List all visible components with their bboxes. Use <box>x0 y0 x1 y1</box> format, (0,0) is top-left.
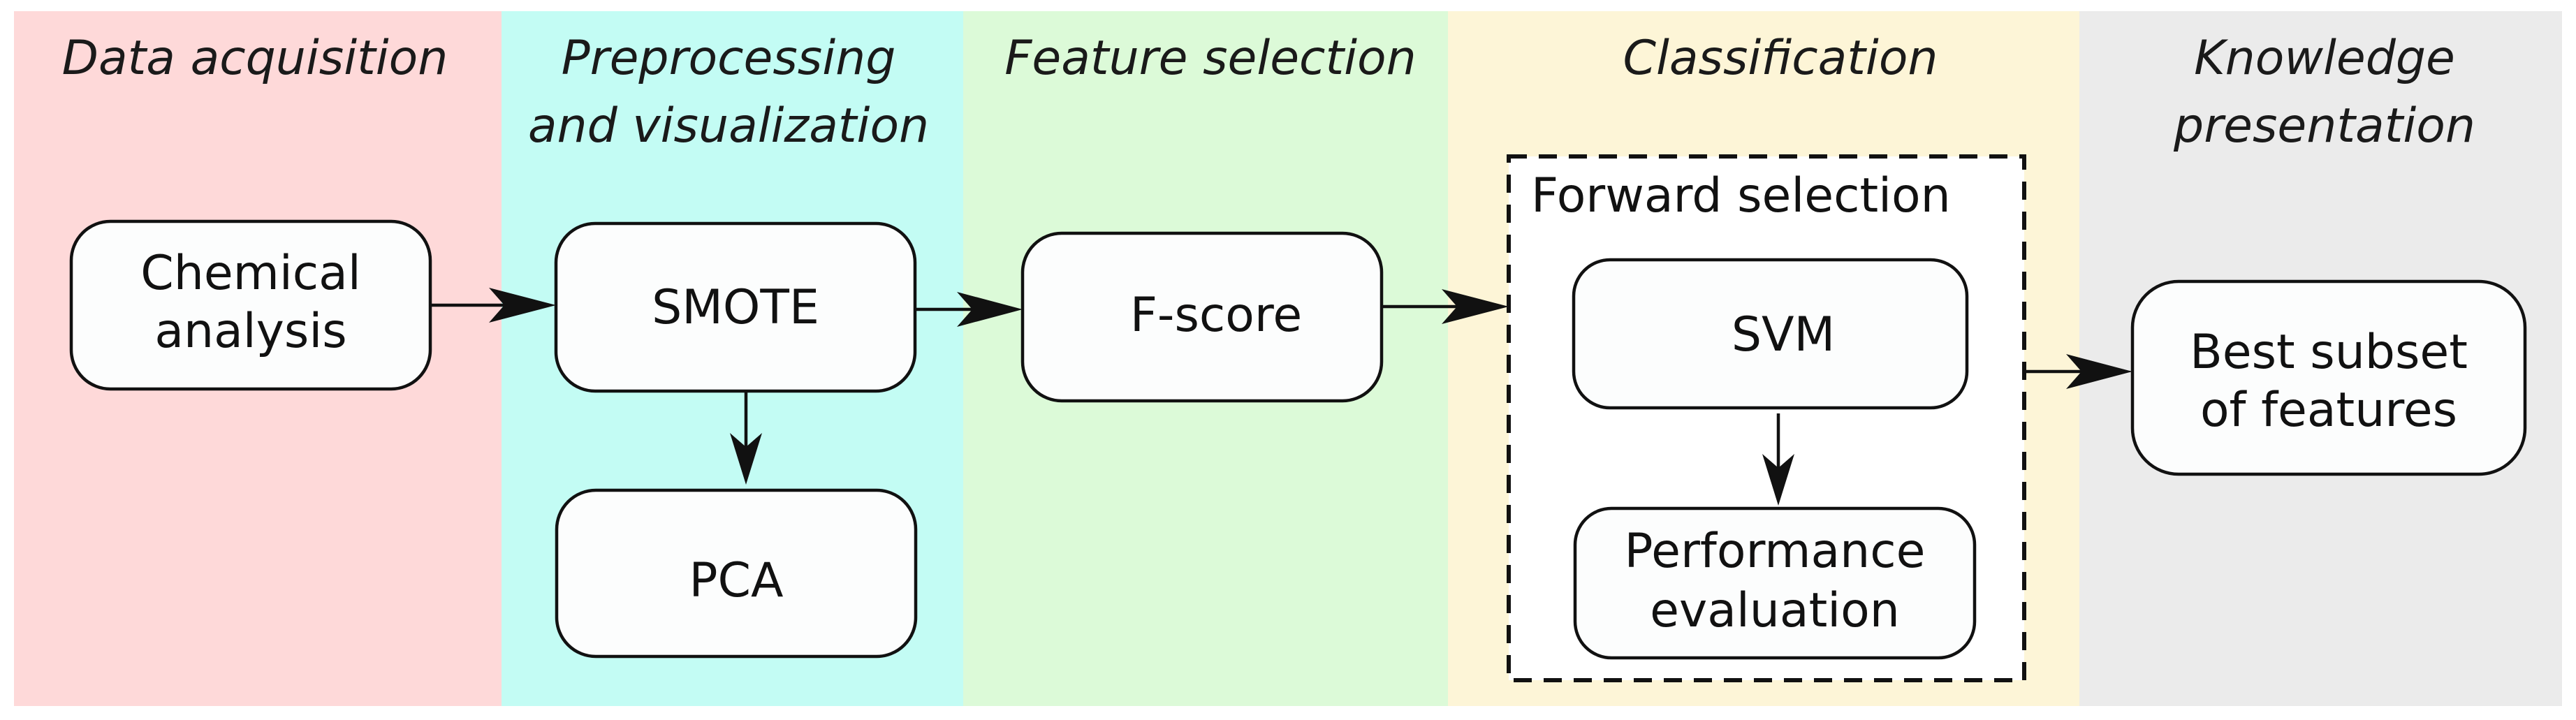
stage-title-preprocessing: Preprocessing <box>562 31 896 86</box>
node-fscore <box>1020 231 1384 403</box>
edge-smote-to-pca <box>730 391 762 485</box>
node-label-chemical-analysis-line1: Chemical <box>140 246 361 301</box>
node-performance-evaluation <box>1573 506 1977 660</box>
stage-title-knowledge-presentation: Knowledge <box>2194 31 2455 86</box>
node-label-chemical-analysis-line2: analysis <box>154 304 346 359</box>
node-label-fscore: F-score <box>1130 288 1302 343</box>
edge-fscore-to-forward-selection <box>1382 289 1509 324</box>
forward-selection-label: Forward selection <box>1531 168 1951 223</box>
stage-title-feature-selection: Feature selection <box>1004 31 1416 86</box>
node-best-subset <box>2130 279 2527 476</box>
node-label-pca: PCA <box>689 553 783 608</box>
node-label-best-subset-line2: of features <box>2200 383 2457 438</box>
edge-forward-selection-to-best-subset <box>2024 354 2132 389</box>
node-smote <box>554 221 917 393</box>
stage-title-classification: Classification <box>1623 31 1938 86</box>
stage-title-data-acquisition: Data acquisition <box>62 31 448 86</box>
node-pca <box>555 488 918 659</box>
stage-title-preprocessing-line2: and visualization <box>528 98 929 154</box>
node-label-svm: SVM <box>1732 307 1835 362</box>
node-label-best-subset-line1: Best subset <box>2190 325 2468 380</box>
edge-svm-to-performance <box>1762 413 1794 506</box>
node-label-performance-line2: evaluation <box>1650 583 1900 638</box>
edge-chemical-to-smote <box>430 288 556 323</box>
node-label-performance-line1: Performance <box>1625 524 1926 579</box>
stage-title-knowledge-presentation-line2: presentation <box>2173 98 2475 154</box>
edge-smote-to-fscore <box>915 292 1023 327</box>
node-label-smote: SMOTE <box>652 280 819 335</box>
node-svm <box>1572 258 1969 410</box>
